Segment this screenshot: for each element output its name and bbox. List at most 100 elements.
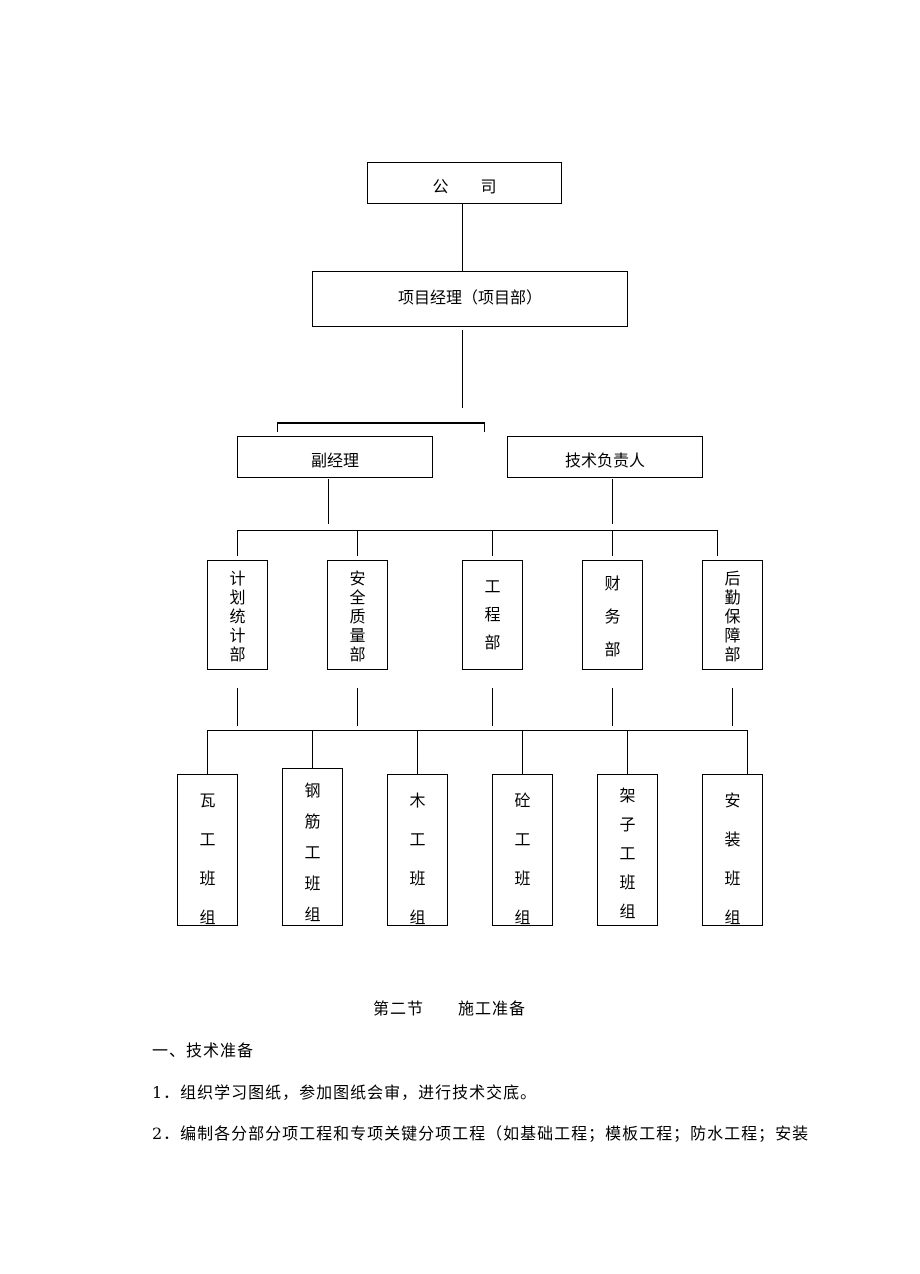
label-char: 工 — [409, 830, 426, 849]
label-char: 班 — [304, 874, 321, 893]
label-char: 子 — [619, 815, 636, 834]
project-manager-label: 项目经理（项目部） — [397, 288, 542, 307]
label-char: 组 — [619, 902, 636, 921]
connector-dept-bar — [237, 530, 718, 531]
paragraph-item-1: 1．组织学习图纸，参加图纸会审，进行技术交底。 — [152, 1083, 538, 1102]
connector-dept-4 — [612, 530, 613, 556]
connector-bracket-right — [484, 422, 485, 432]
department-label: 财务部 — [583, 567, 642, 666]
label-char: 钢 — [304, 781, 321, 800]
label-char: 质 — [349, 607, 366, 626]
team-box-2: 钢筋工班组 — [282, 768, 343, 926]
label-char: 部 — [604, 640, 621, 659]
label-char: 量 — [349, 626, 366, 645]
team-label: 钢筋工班组 — [283, 775, 342, 930]
team-box-5: 架子工班组 — [597, 774, 658, 926]
label-char: 班 — [409, 869, 426, 888]
connector-team-bar — [207, 730, 748, 731]
connector-dept-4-down — [612, 688, 613, 726]
team-label: 砼工班组 — [493, 781, 552, 937]
connector-company-pm — [462, 203, 463, 271]
project-manager-box: 项目经理（项目部） — [312, 271, 628, 327]
company-box: 公 司 — [367, 162, 562, 204]
connector-dept-5-down — [732, 688, 733, 726]
label-char: 部 — [349, 645, 366, 664]
label-char: 架 — [619, 786, 636, 805]
department-label: 后勤保障部 — [703, 569, 762, 664]
department-box-1: 计划统计部 — [207, 560, 268, 670]
label-char: 筋 — [304, 812, 321, 831]
section-title: 第二节 施工准备 — [373, 999, 527, 1018]
label-char: 组 — [199, 908, 216, 927]
label-char: 勤 — [724, 588, 741, 607]
label-char: 组 — [304, 905, 321, 924]
connector-team-2 — [312, 730, 313, 768]
connector-pm-down — [462, 330, 463, 408]
connector-team-4 — [522, 730, 523, 774]
label-char: 后 — [724, 569, 741, 588]
label-char: 班 — [199, 869, 216, 888]
department-box-4: 财务部 — [582, 560, 643, 670]
label-char: 部 — [724, 645, 741, 664]
label-char: 砼 — [514, 791, 531, 810]
label-char: 组 — [724, 908, 741, 927]
connector-dept-2 — [357, 530, 358, 556]
label-char: 务 — [604, 607, 621, 626]
department-box-3: 工程部 — [462, 560, 523, 670]
connector-team-1 — [207, 730, 208, 774]
connector-dept-3 — [492, 530, 493, 556]
label-char: 全 — [349, 588, 366, 607]
label-char: 工 — [199, 830, 216, 849]
department-box-5: 后勤保障部 — [702, 560, 763, 670]
team-box-3: 木工班组 — [387, 774, 448, 927]
connector-dept-3-down — [492, 688, 493, 726]
team-label: 安装班组 — [703, 781, 762, 937]
connector-team-6 — [747, 730, 748, 774]
department-box-2: 安全质量部 — [327, 560, 388, 670]
deputy-manager-label: 副经理 — [310, 451, 359, 470]
department-label: 工程部 — [463, 573, 522, 657]
label-char: 瓦 — [199, 791, 216, 810]
team-box-6: 安装班组 — [702, 774, 763, 927]
label-char: 组 — [409, 908, 426, 927]
deputy-manager-box: 副经理 — [237, 436, 433, 478]
label-char: 班 — [619, 873, 636, 892]
connector-dept-1-down — [237, 688, 238, 726]
label-char: 统 — [229, 607, 246, 626]
label-char: 障 — [724, 626, 741, 645]
label-char: 班 — [514, 869, 531, 888]
paragraph-item-2: 2．编制各分部分项工程和专项关键分项工程（如基础工程；模板工程；防水工程；安装 — [152, 1124, 810, 1143]
label-char: 部 — [229, 645, 246, 664]
connector-team-5 — [627, 730, 628, 774]
label-char: 工 — [619, 844, 636, 863]
team-label: 瓦工班组 — [178, 781, 237, 937]
company-label: 公 司 — [432, 177, 497, 196]
label-char: 财 — [604, 574, 621, 593]
team-label: 架子工班组 — [598, 781, 657, 926]
team-label: 木工班组 — [388, 781, 447, 937]
label-char: 保 — [724, 607, 741, 626]
connector-team-3 — [417, 730, 418, 774]
label-char: 木 — [409, 791, 426, 810]
label-char: 划 — [229, 588, 246, 607]
connector-bracket-left — [277, 422, 278, 432]
label-char: 计 — [229, 569, 246, 588]
team-box-4: 砼工班组 — [492, 774, 553, 927]
team-box-1: 瓦工班组 — [177, 774, 238, 927]
connector-deputy-down — [328, 479, 329, 524]
section-heading: 一、技术准备 — [152, 1041, 255, 1060]
label-char: 安 — [349, 569, 366, 588]
label-char: 班 — [724, 869, 741, 888]
connector-tech-down — [612, 479, 613, 524]
label-char: 工 — [304, 843, 321, 862]
label-char: 组 — [514, 908, 531, 927]
connector-dept-2-down — [357, 688, 358, 726]
connector-dept-1 — [237, 530, 238, 556]
label-char: 计 — [229, 626, 246, 645]
label-char: 部 — [484, 633, 501, 652]
technical-lead-label: 技术负责人 — [564, 451, 645, 470]
label-char: 装 — [724, 830, 741, 849]
label-char: 程 — [484, 605, 501, 624]
label-char: 工 — [514, 830, 531, 849]
department-label: 安全质量部 — [328, 569, 387, 664]
